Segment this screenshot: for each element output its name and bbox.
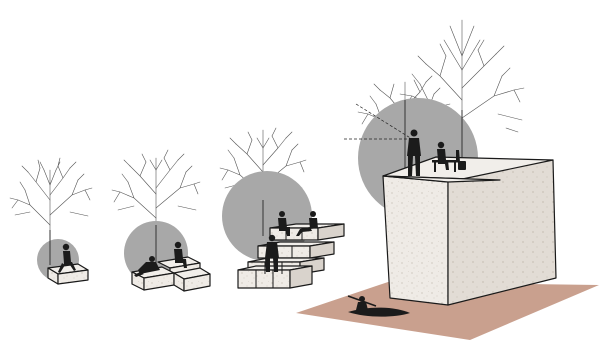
tree-1 xyxy=(10,158,92,250)
large-block-front xyxy=(383,176,448,305)
scene-4-block xyxy=(383,157,556,305)
bag-icon xyxy=(458,161,466,170)
scene-1-block xyxy=(48,264,88,284)
